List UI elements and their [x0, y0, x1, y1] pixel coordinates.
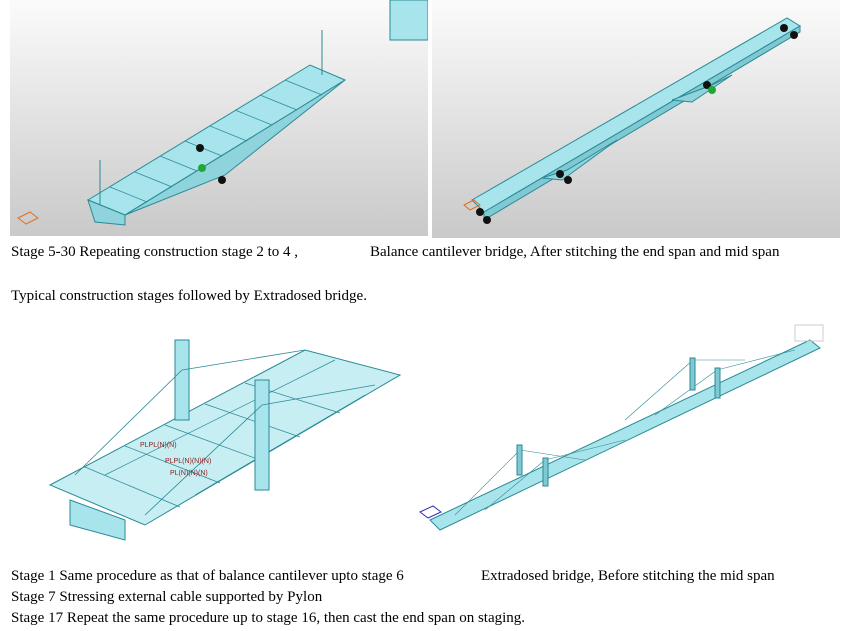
caption-stage-17: Stage 17 Repeat the same procedure up to…	[11, 610, 526, 626]
caption-extradosed-before-stitch: Extradosed bridge, Before stitching the …	[481, 568, 775, 584]
caption-stage-5-30: Stage 5-30 Repeating construction stage …	[11, 244, 299, 260]
figure-balanced-cantilever-stage	[10, 0, 428, 236]
caption-stage-1: Stage 1 Same procedure as that of balanc…	[11, 568, 404, 584]
figure-balanced-cantilever-stitched	[432, 0, 840, 238]
figure-extradosed-before-stitch	[415, 320, 835, 535]
bridge-model-render: PLPL(N)(N) PLPL(N)(N)(N) PL(N)(N)(N)	[48, 339, 402, 541]
bridge-model-render	[10, 0, 428, 236]
caption-stage-7: Stage 7 Stressing external cable support…	[11, 589, 323, 605]
section-intro: Typical construction stages followed by …	[11, 288, 367, 304]
svg-text:PL(N)(N)(N): PL(N)(N)(N)	[170, 470, 208, 477]
caption-balance-cantilever: Balance cantilever bridge, After stitchi…	[370, 244, 780, 260]
figure-extradosed-stage: PLPL(N)(N) PLPL(N)(N)(N) PL(N)(N)(N)	[45, 335, 405, 545]
bridge-model-render	[432, 0, 840, 238]
svg-text:PLPL(N)(N): PLPL(N)(N)	[140, 442, 177, 449]
svg-text:PLPL(N)(N)(N): PLPL(N)(N)(N)	[165, 458, 211, 465]
bridge-model-render	[419, 324, 824, 531]
